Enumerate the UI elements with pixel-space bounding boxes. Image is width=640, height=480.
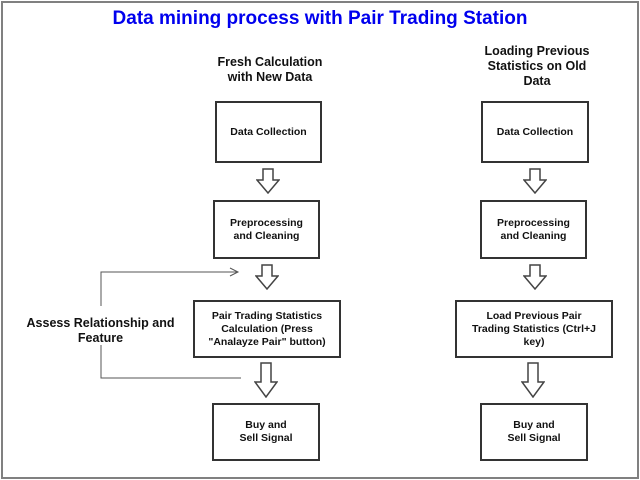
right-step-4-line-2: Sell Signal (507, 432, 561, 444)
right-heading-line-1: Loading Previous (484, 44, 590, 58)
feedback-loop-bottom-line (100, 345, 241, 379)
left-step-statistics-calculation: Pair Trading Statistics Calculation (Pre… (193, 300, 341, 358)
right-heading-line-2: Statistics on Old (487, 59, 587, 73)
right-step-preprocessing: Preprocessing and Cleaning (480, 200, 587, 259)
right-step-2-line-2: and Cleaning (500, 229, 567, 242)
right-heading-line-3: Data (523, 74, 551, 88)
down-arrow-icon (254, 362, 278, 398)
right-step-3-line-1: Load Previous Pair (486, 309, 582, 322)
right-step-2-line-1: Preprocessing (497, 216, 570, 229)
down-arrow-icon (523, 264, 547, 290)
right-step-data-collection: Data Collection (481, 101, 589, 163)
left-step-2-line-2: and Cleaning (233, 229, 300, 242)
feedback-loop-label: Assess Relationship and Feature (8, 316, 193, 346)
left-step-4-line-1: Buy and (245, 419, 287, 431)
down-arrow-icon (521, 362, 545, 398)
right-step-1-label: Data Collection (496, 125, 574, 138)
left-step-3-line-2: Calculation (Press (221, 322, 313, 335)
right-step-4-line-1: Buy and (513, 419, 555, 431)
feedback-label-line-2: Feature (77, 331, 124, 345)
down-arrow-icon (255, 264, 279, 290)
left-step-buy-sell-signal: Buy and Sell Signal (212, 403, 320, 461)
down-arrow-icon (256, 168, 280, 194)
left-step-preprocessing: Preprocessing and Cleaning (213, 200, 320, 259)
feedback-label-line-1: Assess Relationship and (26, 316, 175, 330)
left-step-4-line-2: Sell Signal (239, 432, 293, 444)
feedback-loop-top-line (100, 271, 238, 306)
left-step-1-label: Data Collection (230, 125, 307, 138)
left-step-3-line-1: Pair Trading Statistics (211, 309, 323, 322)
left-heading-line-1: Fresh Calculation (217, 55, 323, 69)
left-step-data-collection: Data Collection (215, 101, 322, 163)
down-arrow-icon (523, 168, 547, 194)
diagram-title: Data mining process with Pair Trading St… (112, 8, 528, 29)
left-heading-line-2: with New Data (227, 70, 313, 84)
left-column-heading: Fresh Calculation with New Data (200, 55, 340, 85)
right-step-buy-sell-signal: Buy and Sell Signal (480, 403, 588, 461)
left-step-3-line-3: "Analayze Pair" button) (208, 335, 326, 348)
feedback-loop-arrowhead (229, 267, 240, 277)
right-column-heading: Loading Previous Statistics on Old Data (462, 44, 612, 89)
left-step-2-line-1: Preprocessing (230, 216, 303, 229)
right-step-3-line-3: key) (523, 335, 545, 348)
right-step-3-line-2: Trading Statistics (Ctrl+J (472, 322, 596, 335)
right-step-load-statistics: Load Previous Pair Trading Statistics (C… (455, 300, 613, 358)
